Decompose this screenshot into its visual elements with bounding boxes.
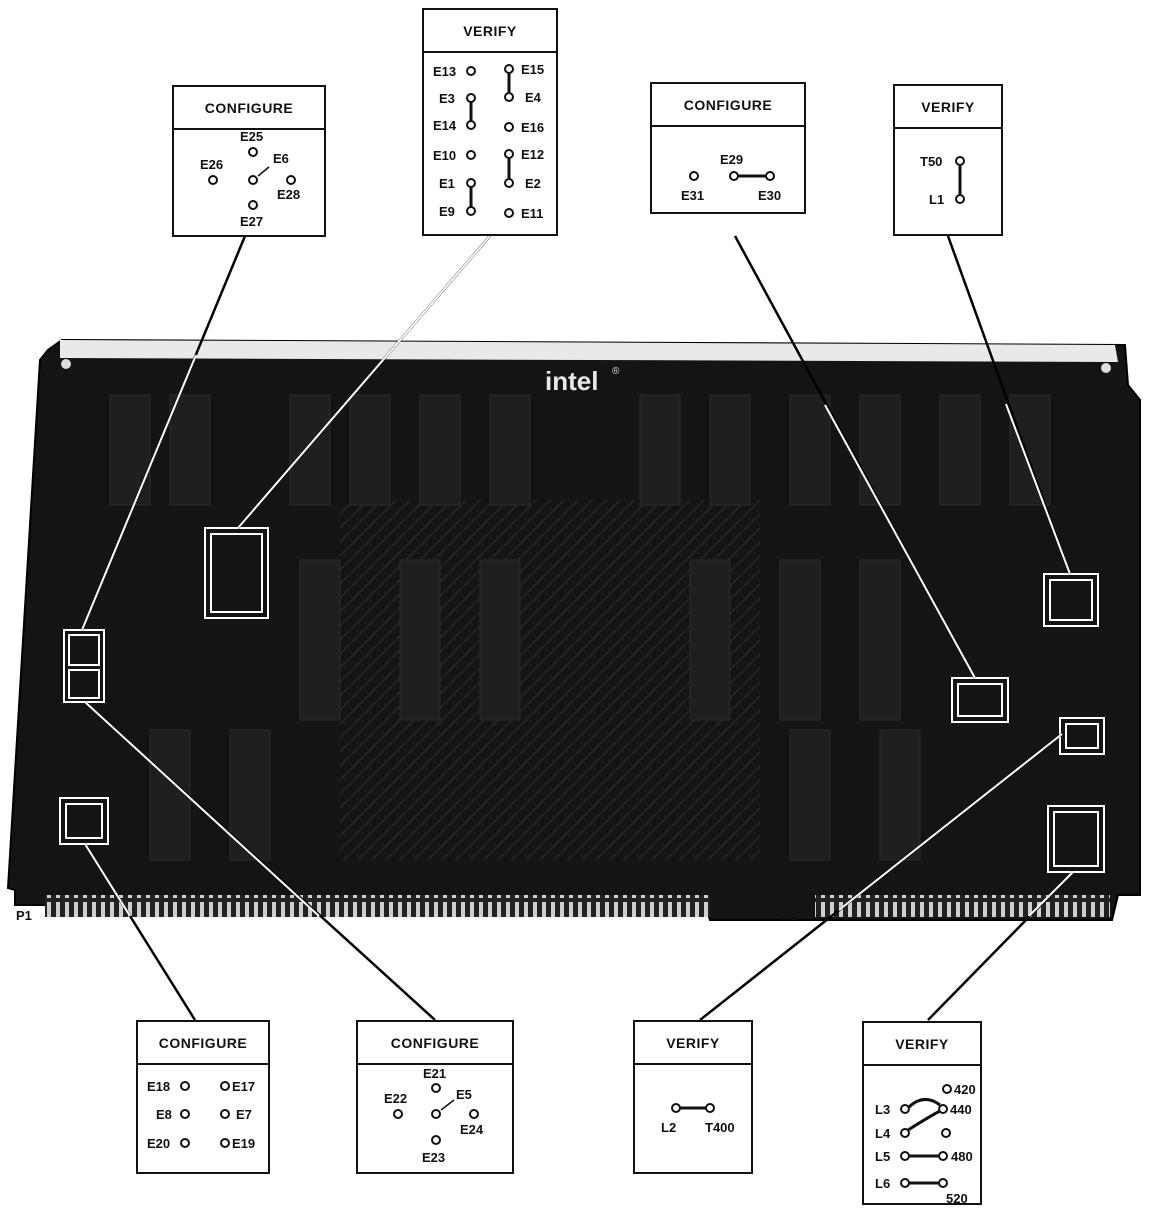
pin-e8: E8	[156, 1107, 172, 1122]
pin-e7: E7	[236, 1107, 252, 1122]
configure-box-top-left: CONFIGURE E25 E26 E6 E28 E27	[172, 85, 326, 237]
pin-e26: E26	[200, 157, 223, 172]
pin-e4: E4	[525, 90, 542, 105]
pin-t400: T400	[705, 1120, 735, 1135]
box-title: VERIFY	[635, 1022, 751, 1065]
pin-l1: L1	[929, 192, 944, 207]
configure-box-top-right: CONFIGURE E29 E31 E30	[650, 82, 806, 214]
pin-e14: E14	[433, 118, 457, 133]
pin-e2: E2	[525, 176, 541, 191]
brand-registered-mark: ®	[612, 366, 620, 377]
verify-box-bottom-right: VERIFY 420 L3 440 L4 L5 480 L6 520	[862, 1021, 982, 1206]
pin-l2: L2	[661, 1120, 676, 1135]
verify-box-bottom-center: VERIFY L2 T400	[633, 1020, 753, 1174]
box-title: VERIFY	[895, 86, 1001, 129]
pin-e18: E18	[147, 1079, 170, 1094]
box-title: VERIFY	[864, 1023, 980, 1066]
connector-label-p1: P1	[16, 908, 32, 923]
pin-l4: L4	[875, 1126, 891, 1141]
mounting-hole-left	[61, 359, 71, 369]
leader-lines-on-board	[81, 235, 1074, 917]
pin-440: 440	[950, 1102, 972, 1117]
configure-box-bottom-center: CONFIGURE E21 E22 E5 E24 E23	[356, 1020, 514, 1174]
pin-e19: E19	[232, 1136, 255, 1151]
pin-e9: E9	[439, 204, 455, 219]
ic-chips	[109, 394, 1051, 861]
pin-e22: E22	[384, 1091, 407, 1106]
pin-e17: E17	[232, 1079, 255, 1094]
verify-box-top-right: VERIFY T50 L1	[893, 84, 1003, 236]
pin-e30: E30	[758, 188, 781, 203]
edge-connector-p1	[45, 895, 710, 917]
pin-e20: E20	[147, 1136, 170, 1151]
pin-e13: E13	[433, 64, 456, 79]
pin-e25: E25	[240, 129, 263, 144]
pin-t50: T50	[920, 154, 942, 169]
box-title: CONFIGURE	[138, 1022, 268, 1065]
brand-logo: intel	[545, 366, 598, 396]
pin-e5: E5	[456, 1087, 472, 1102]
pin-e24: E24	[460, 1122, 484, 1137]
pin-e15: E15	[521, 62, 544, 77]
pin-420: 420	[954, 1082, 976, 1097]
edge-connector-p2	[815, 895, 1110, 917]
pin-e29: E29	[720, 152, 743, 167]
pin-e12: E12	[521, 147, 544, 162]
pin-e31: E31	[681, 188, 704, 203]
pin-e11: E11	[521, 206, 543, 221]
pin-e28: E28	[277, 187, 300, 202]
pin-l6: L6	[875, 1176, 890, 1191]
pin-e23: E23	[422, 1150, 445, 1165]
pin-480: 480	[951, 1149, 973, 1164]
mounting-hole-right	[1101, 363, 1111, 373]
board-top-edge	[60, 340, 1118, 362]
box-title: CONFIGURE	[174, 87, 324, 130]
jumper-markers	[59, 527, 1105, 873]
pin-e10: E10	[433, 148, 456, 163]
pin-e6: E6	[273, 151, 289, 166]
pin-e27: E27	[240, 214, 263, 229]
pin-l3: L3	[875, 1102, 890, 1117]
pin-e16: E16	[521, 120, 544, 135]
box-title: CONFIGURE	[358, 1022, 512, 1065]
box-title: VERIFY	[424, 10, 556, 53]
connector-label-p2: P2	[782, 908, 798, 923]
pin-e3: E3	[439, 91, 455, 106]
pin-520: 520	[946, 1191, 968, 1206]
box-title: CONFIGURE	[652, 84, 804, 127]
verify-box-top-center: VERIFY E13 E15 E3 E4 E14 E16 E10	[422, 8, 558, 236]
pin-l5: L5	[875, 1149, 890, 1164]
pin-e21: E21	[423, 1066, 446, 1081]
configure-box-bottom-left: CONFIGURE E18 E17 E8 E7 E20 E19	[136, 1020, 270, 1174]
pin-e1: E1	[439, 176, 455, 191]
